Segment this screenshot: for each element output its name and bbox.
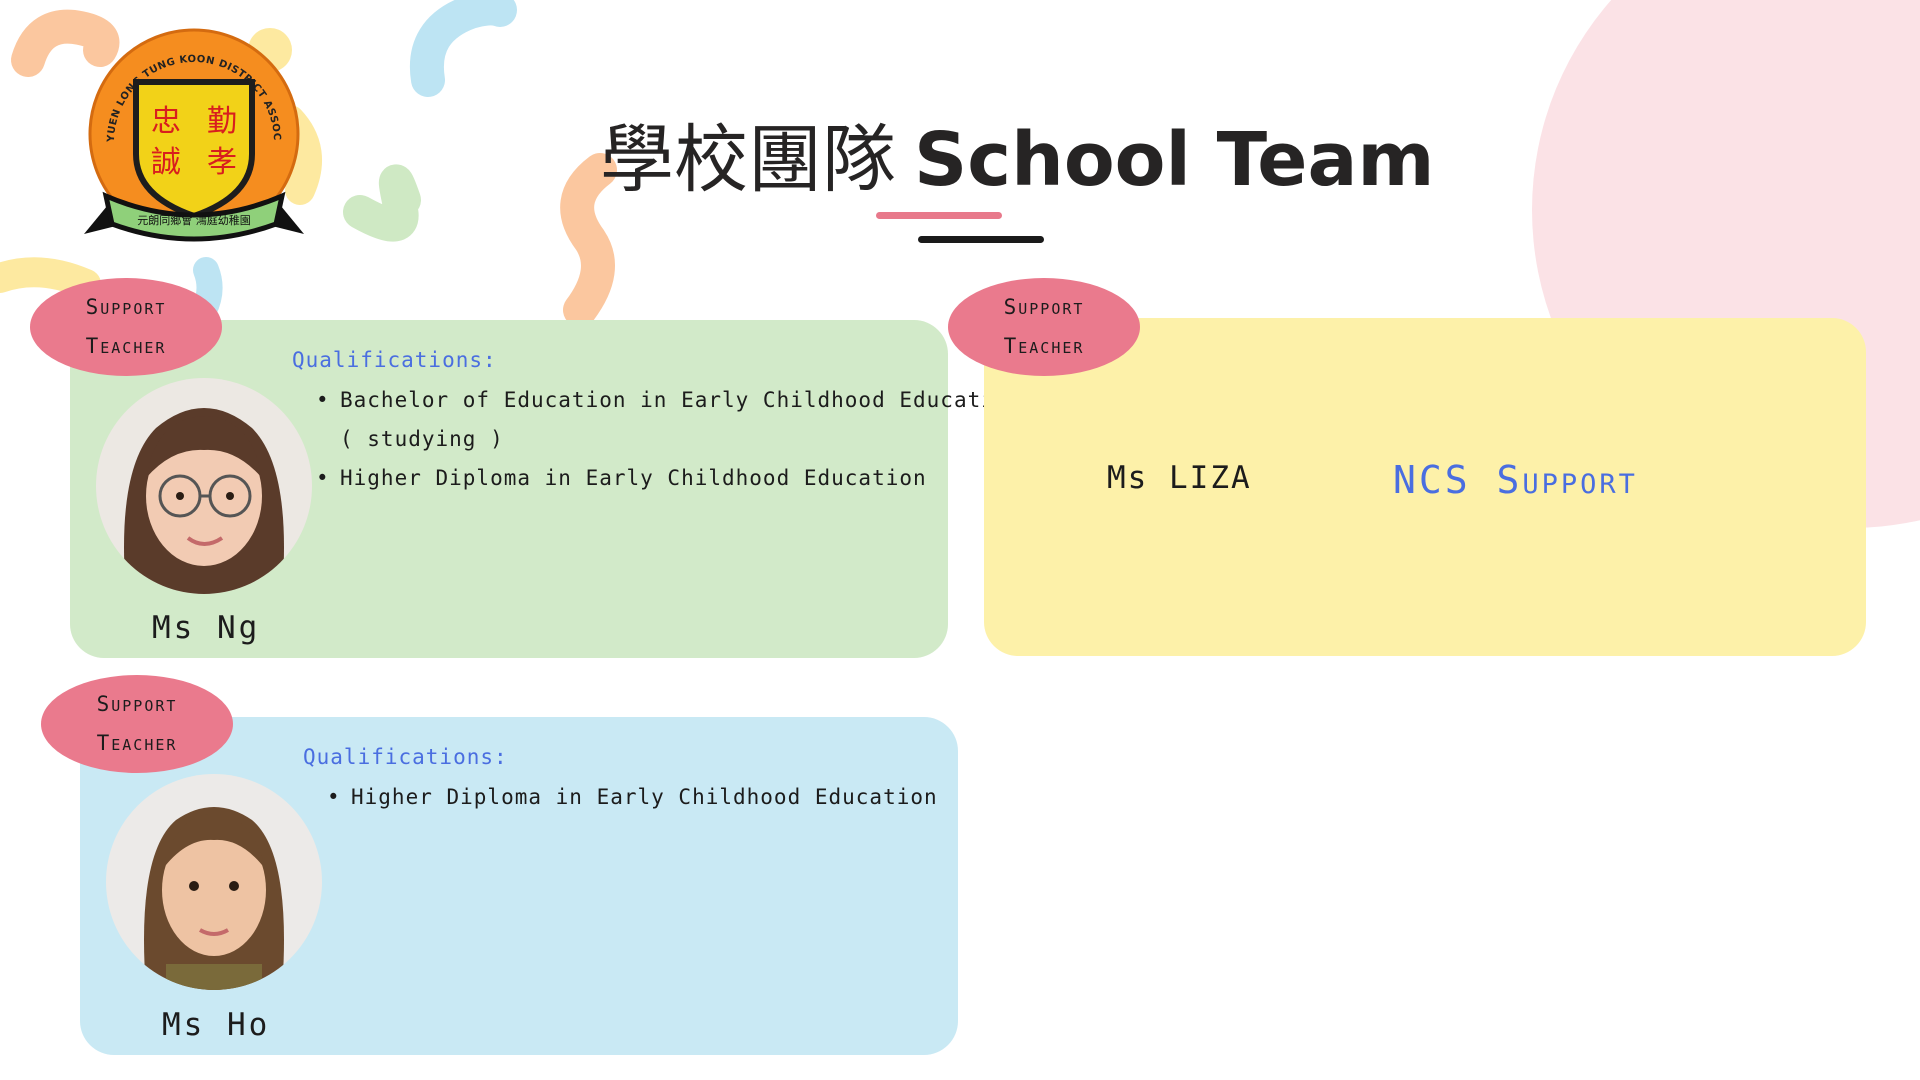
- teacher-photo: [96, 378, 312, 594]
- support-teacher-badge: Support Teacher: [948, 278, 1140, 376]
- qualifications-list: Higher Diploma in Early Childhood Educat…: [327, 778, 938, 817]
- teacher-name: Ms LIZA: [1107, 460, 1252, 496]
- badge-line-2: Teacher: [1003, 334, 1085, 358]
- teacher-name: Ms Ng: [152, 610, 261, 646]
- qualifications-label: Qualifications:: [292, 348, 497, 372]
- page-title-english: School Team: [914, 117, 1435, 203]
- logo-char-2: 勤: [207, 104, 237, 139]
- teacher-name: Ms Ho: [162, 1007, 271, 1043]
- qualification-text: Higher Diploma in Early Childhood Educat…: [351, 785, 938, 809]
- badge-line-1: Support: [96, 692, 178, 716]
- logo-char-3: 誠: [151, 145, 181, 180]
- badge-line-2: Teacher: [85, 334, 167, 358]
- logo-char-4: 孝: [207, 145, 237, 180]
- qualifications-list: Bachelor of Education in Early Childhood…: [316, 381, 1022, 498]
- support-teacher-badge: Support Teacher: [41, 675, 233, 773]
- badge-line-1: Support: [1003, 295, 1085, 319]
- page-title-chinese: 學校團隊: [600, 117, 896, 203]
- title-underline-pink: [876, 212, 1002, 219]
- teacher-role: NCS Support: [1393, 458, 1638, 502]
- logo-char-1: 忠: [151, 104, 181, 139]
- badge-line-2: Teacher: [96, 731, 178, 755]
- title-underline-black: [918, 236, 1044, 243]
- qualifications-label: Qualifications:: [303, 745, 508, 769]
- qualification-item: Higher Diploma in Early Childhood Educat…: [327, 778, 938, 817]
- qualification-item: Higher Diploma in Early Childhood Educat…: [316, 459, 1022, 498]
- badge-line-1: Support: [85, 295, 167, 319]
- school-logo: YUEN LONG TUNG KOON DISTRICT ASSOCIATION…: [84, 24, 304, 242]
- qualification-item: Bachelor of Education in Early Childhood…: [316, 381, 1022, 459]
- teacher-photo: [106, 774, 322, 990]
- teacher-card-ms-liza: [984, 318, 1866, 656]
- logo-ribbon-text: 元朗同鄉會 鴻庭幼稚園: [137, 213, 251, 227]
- qualification-text: Bachelor of Education in Early Childhood…: [340, 388, 1023, 412]
- support-teacher-badge: Support Teacher: [30, 278, 222, 376]
- qualification-text-continued: ( studying ): [340, 427, 504, 451]
- qualification-text: Higher Diploma in Early Childhood Educat…: [340, 466, 927, 490]
